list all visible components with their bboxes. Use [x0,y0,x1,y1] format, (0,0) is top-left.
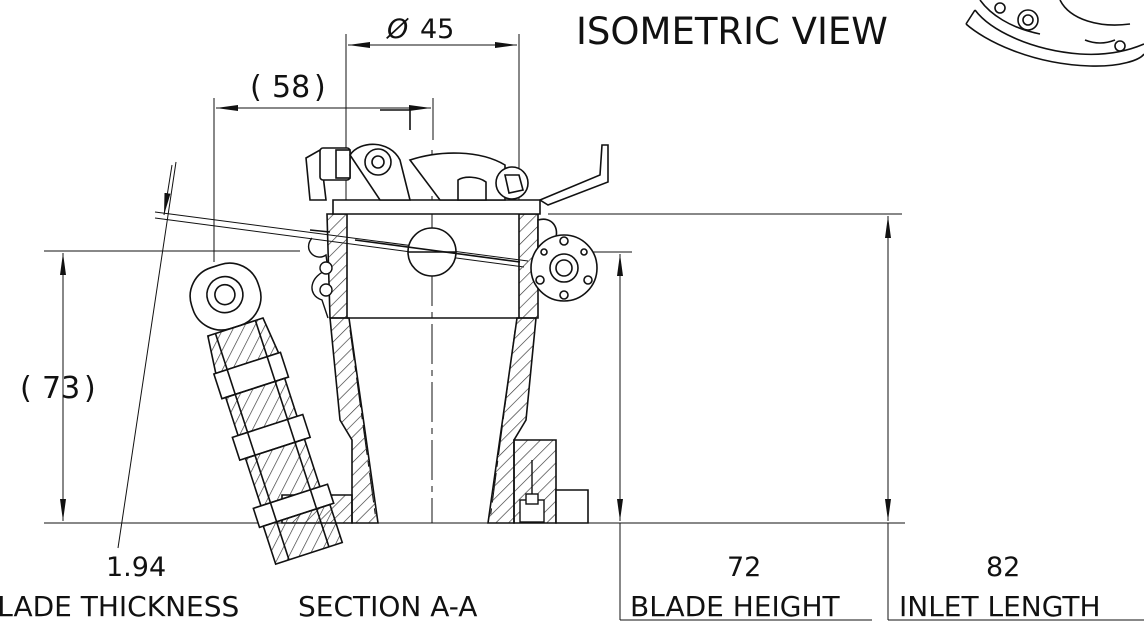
paren-open-58: ( [250,70,262,105]
paren-open-73: ( [20,371,32,406]
blade-hub [354,227,521,277]
isometric-view-thumbnail [965,0,1144,67]
left-clip [307,237,333,319]
isometric-view-label: ISOMETRIC VIEW [576,10,888,53]
top-latch-mechanism [305,109,609,206]
blade-thickness-value: 1.94 [106,552,166,583]
paren-close-58: ) [314,70,326,105]
hinge-flange [530,218,598,302]
blade-thickness-leader [117,161,177,549]
blade-height-label: BLADE HEIGHT [630,590,841,623]
ref-height-value: 73 [42,371,80,406]
ref-width-value: 58 [272,70,310,105]
diameter-symbol: Ø [386,14,409,45]
extension-lines [44,34,905,620]
blade-thickness-label: BLADE THICKNESS [0,590,239,623]
bottom-bolt [519,460,545,523]
left-actuator-rod [189,262,344,566]
section-label: SECTION A-A [298,590,477,623]
blade-height-value: 72 [727,552,761,583]
diameter-value: 45 [420,14,454,45]
paren-close-73: ) [84,371,96,406]
inlet-body-section [281,199,589,524]
inlet-length-label: INLET LENGTH [899,590,1101,623]
inlet-length-value: 82 [986,552,1020,583]
